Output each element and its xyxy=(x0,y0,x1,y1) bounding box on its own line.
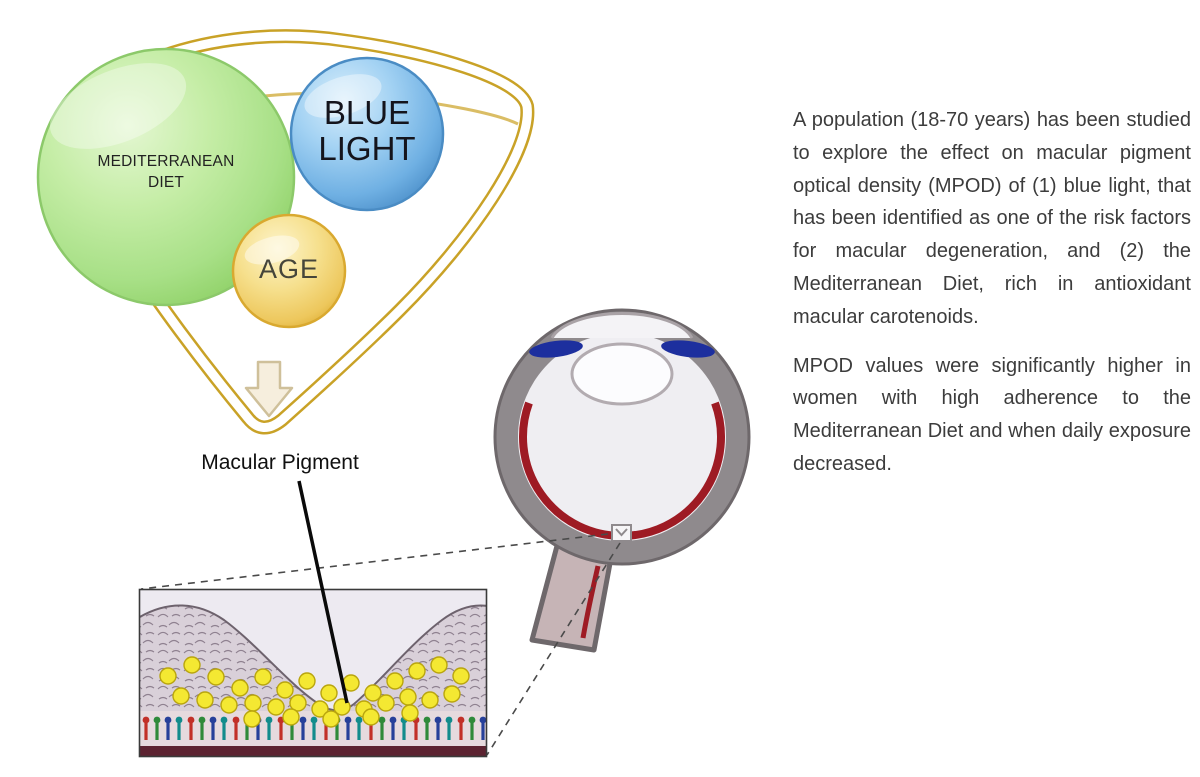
macular-pigment-dots xyxy=(159,656,470,728)
abstract-text-panel: A population (18-70 years) has been stud… xyxy=(793,104,1191,497)
macula-marker xyxy=(611,524,632,542)
age-label: AGE xyxy=(258,254,320,284)
iris-left xyxy=(529,340,583,358)
eye-diagram xyxy=(493,308,751,653)
macular-pigment-label: Macular Pigment xyxy=(201,451,359,474)
abstract-paragraph-1: A population (18-70 years) has been stud… xyxy=(793,109,1191,328)
blue-light-label: BLUE LIGHT xyxy=(318,94,416,168)
blue-light-circle xyxy=(289,56,445,212)
abstract-paragraph-2: MPOD values were significantly higher in… xyxy=(793,354,1191,475)
pointer-line xyxy=(297,480,349,704)
down-arrow-icon xyxy=(244,360,294,418)
retina-closeup xyxy=(138,588,488,758)
optic-nerve-red-lining xyxy=(580,565,601,639)
cornea xyxy=(550,311,694,339)
mediterranean-diet-circle xyxy=(36,47,296,307)
macula-marker-chevron xyxy=(615,528,628,537)
closeup-border xyxy=(138,588,488,758)
venn-circles xyxy=(36,47,445,329)
magnifier-callout-lines xyxy=(140,533,621,756)
lens xyxy=(570,342,674,406)
photoreceptor-row xyxy=(139,711,487,749)
yellow-circle-highlight xyxy=(244,235,300,265)
green-circle-highlight xyxy=(49,63,187,149)
vitreous xyxy=(518,333,726,541)
blue-circle-highlight xyxy=(304,74,382,118)
age-circle xyxy=(231,213,347,329)
rpe-strip xyxy=(139,746,487,757)
mediterranean-diet-label: MEDITERRANEAN DIET xyxy=(97,153,235,191)
iris-right xyxy=(661,340,715,358)
